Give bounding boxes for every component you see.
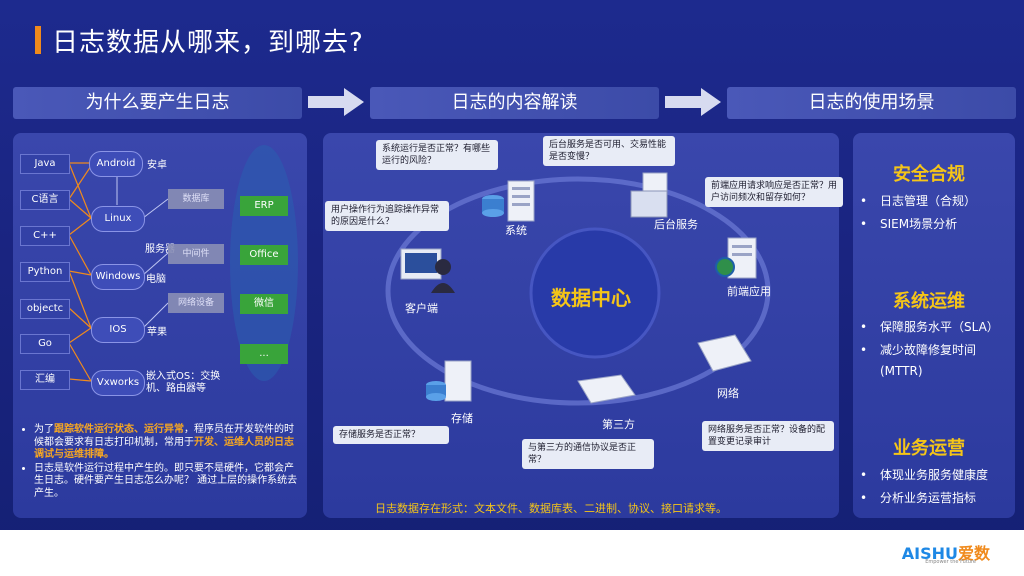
bubble-network: 网络服务是否正常？设备的配置变更记录审计 [702, 421, 834, 451]
lang-cpp: C++ [20, 226, 70, 246]
title-accent-bar [35, 26, 41, 54]
os-ios: IOS [91, 317, 145, 343]
bubble-thirdparty: 与第三方的通信协议是否正常？ [522, 439, 654, 469]
lang-c: C语言 [20, 190, 70, 210]
os-embedded-label: 嵌入式OS：交换机、路由器等 [146, 371, 221, 394]
node-client: 客户端 [405, 302, 438, 315]
lang-objectc: objectc [20, 299, 70, 319]
hw-database: 数据库 [168, 189, 224, 209]
usage-head-ops: 系统运维 [893, 291, 965, 312]
bubble-client: 用户操作行为追踪操作异常的原因是什么？ [325, 201, 449, 231]
usage-head-business: 业务运营 [893, 438, 965, 459]
lang-go: Go [20, 334, 70, 354]
node-system: 系统 [505, 224, 527, 237]
bubble-frontend: 前端应用请求响应是否正常？用户访问频次和留存如何？ [705, 177, 843, 207]
usage-item-cont: (MTTR) [880, 364, 923, 378]
lang-python: Python [20, 262, 70, 282]
strip-content: 日志的内容解读 [370, 87, 659, 119]
app-office: Office [240, 245, 288, 265]
logo-tagline: Empower the Future [925, 559, 976, 565]
node-backend: 后台服务 [654, 218, 698, 231]
lang-java: Java [20, 154, 70, 174]
node-network: 网络 [717, 387, 739, 400]
bubble-backend: 后台服务是否可用、交易性能是否变慢？ [543, 136, 675, 166]
note-item: 为了跟踪软件运行状态、运行异常，程序员在开发软件的时候都会要求有日志打印机制，常… [34, 424, 302, 462]
usage-head-security: 安全合规 [893, 164, 965, 185]
os-server-label: 服务器 [145, 244, 175, 255]
server-icon [630, 172, 668, 218]
strip-why: 为什么要产生日志 [13, 87, 302, 119]
why-notes: 为了跟踪软件运行状态、运行异常，程序员在开发软件的时候都会要求有日志打印机制，常… [20, 424, 302, 501]
datacenter-label: 数据中心 [551, 286, 631, 310]
hw-network-device: 网络设备 [168, 293, 224, 313]
usage-item: •减少故障修复时间 [860, 343, 977, 357]
os-linux: Linux [91, 206, 145, 232]
server-icon [715, 237, 757, 279]
usage-item: •日志管理（合规） [860, 194, 977, 208]
os-android: Android [89, 151, 143, 177]
app-erp: ERP [240, 196, 288, 216]
os-windows: Windows [91, 264, 145, 290]
server-icon [482, 180, 535, 222]
hw-middleware: 中间件 [168, 244, 224, 264]
app-wechat: 微信 [240, 294, 288, 314]
lang-asm: 汇编 [20, 370, 70, 390]
switch-icon [577, 374, 636, 404]
usage-item: •体现业务服务健康度 [860, 468, 989, 482]
aishu-logo: AISHU爱数 [901, 544, 990, 563]
arrow-right-icon [665, 88, 721, 116]
usage-item: •分析业务运营指标 [860, 491, 977, 505]
node-storage: 存储 [451, 412, 473, 425]
bubble-storage: 存储服务是否正常？ [333, 426, 449, 444]
storage-forms-note: 日志数据存在形式：文本文件、数据库表、二进制、协议、接口请求等。 [375, 502, 727, 515]
server-icon [426, 360, 472, 402]
os-windows-label: 电脑 [146, 274, 166, 285]
app-more: ... [240, 344, 288, 364]
arrow-right-icon [308, 88, 364, 116]
switch-icon [697, 334, 752, 372]
footer-bar [0, 530, 1024, 576]
node-frontend: 前端应用 [727, 285, 771, 298]
usage-item: •保障服务水平（SLA） [860, 320, 999, 334]
os-android-label: 安卓 [147, 160, 167, 171]
datacenter-diagram [385, 172, 771, 406]
node-thirdparty: 第三方 [602, 418, 635, 431]
os-vxworks: Vxworks [91, 370, 145, 396]
strip-usage: 日志的使用场景 [727, 87, 1016, 119]
os-ios-label: 苹果 [147, 327, 167, 338]
note-item: 日志是软件运行过程中产生的。即只要不是硬件，它都会产生日志。硬件要产生日志怎么办… [34, 463, 302, 501]
panel-usage [853, 133, 1015, 518]
usage-item: •SIEM场景分析 [860, 217, 958, 231]
bubble-system: 系统运行是否正常？有哪些运行的风险？ [376, 140, 498, 170]
page-title: 日志数据从哪来，到哪去? [52, 28, 364, 58]
client-icon [400, 248, 455, 293]
